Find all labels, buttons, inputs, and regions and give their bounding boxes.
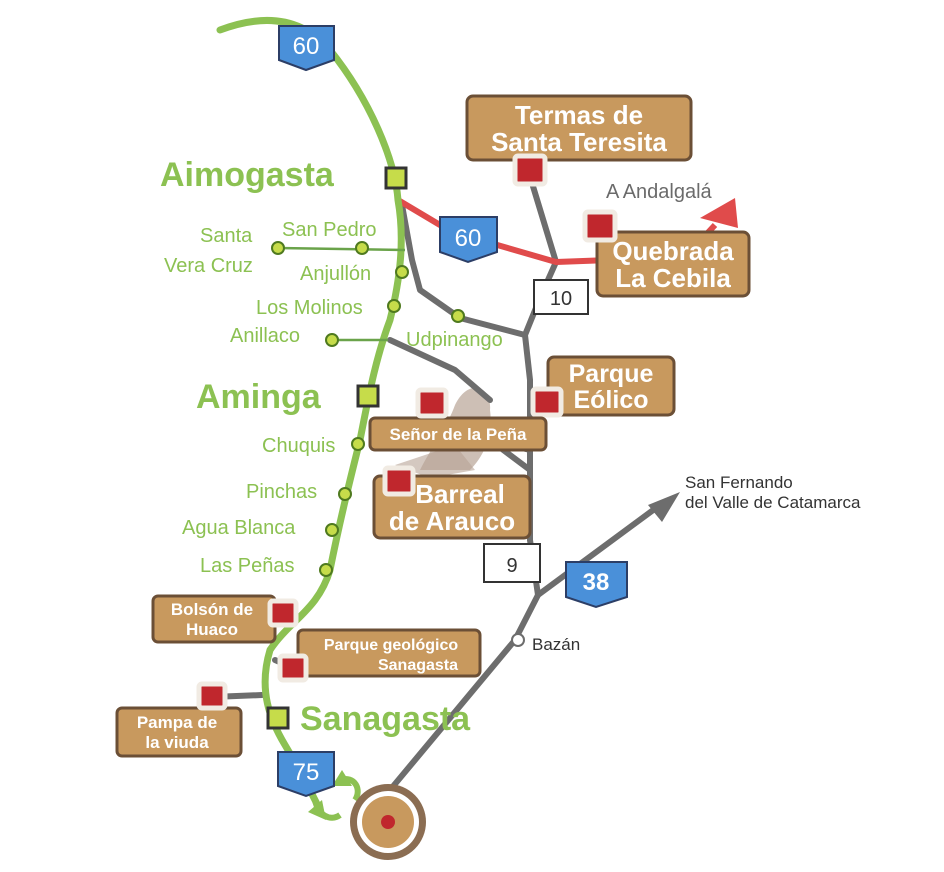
poi-parque-geo-line1: Parque geológico [324,637,458,654]
roundabout-arrowhead-icon [308,800,326,820]
road-route-60-75 [216,17,405,814]
poi-senor-pena-label: Señor de la Peña [390,425,528,444]
label-bazan: Bazán [532,635,580,654]
shield-38-label: 38 [583,569,610,596]
label-pinchas: Pinchas [246,481,317,503]
road-green-branch-santa [277,246,406,252]
shield-60-north-label: 60 [293,33,320,60]
poi-termas: Termas de Santa Teresita [465,94,693,187]
label-san-pedro: San Pedro [282,219,377,241]
locality-dots [271,241,465,577]
poi-termas-line1: Termas de [515,100,643,130]
town-aimogasta: Aimogasta [160,156,335,194]
poi-pampa-marker-icon [196,681,228,711]
poi-pampa: Pampa de la viuda [115,681,243,758]
roundabout-arrowhead-icon [332,770,352,786]
dot-bazan [511,633,525,647]
shield-38: 38 [565,561,628,609]
label-udpinango: Udpinango [406,329,503,351]
label-san-fernando-line2: del Valle de Catamarca [685,493,861,512]
poi-quebrada-line2: La Cebila [615,263,731,293]
start-target-icon [350,784,426,860]
road-udpinango [399,202,528,338]
poi-bolson: Bolsón de Huaco [151,594,299,644]
shield-60-north: 60 [278,25,335,72]
label-agua-blanca: Agua Blanca [182,517,296,539]
town-sanagasta: Sanagasta [300,700,471,738]
marker-sanagasta-icon [266,706,290,730]
road-route-10 [522,180,559,543]
poi-termas-line2: Santa Teresita [491,127,667,157]
dot-san-pedro [355,241,369,255]
label-chuquis: Chuquis [262,435,335,457]
dot-anillaco [325,333,339,347]
poi-parque-geo: Parque geológico Sanagasta [277,628,482,683]
dot-los-molinos [387,299,401,313]
shield-60-east-label: 60 [455,225,482,252]
label-anjullon: Anjullón [300,263,371,285]
poi-quebrada: Quebrada La Cebila [582,209,751,298]
shield-75: 75 [277,751,335,798]
poi-eolico-line1: Parque [569,360,654,388]
arrow-san-fernando-icon [648,492,680,522]
marker-aimogasta-icon [384,166,408,190]
poi-pampa-line1: Pampa de [137,713,217,732]
arrow-andalgala-icon [700,198,738,228]
road-to-junction [387,592,541,793]
poi-eolico-marker-icon [530,386,564,418]
poi-termas-marker-icon [512,153,548,187]
poi-quebrada-line1: Quebrada [612,236,734,266]
label-santa: Santa [200,225,253,247]
box-route-9: 9 [483,543,541,583]
dot-pinchas [338,487,352,501]
dot-anjullon [395,265,409,279]
poi-barreal-line1: Barreal [415,479,505,509]
poi-eolico-line2: Eólico [573,386,648,414]
poi-barreal-line2: de Arauco [389,506,515,536]
dot-udpinango [451,309,465,323]
dot-agua-blanca [325,523,339,537]
town-aminga: Aminga [196,378,322,416]
poi-parque-geo-line2: Sanagasta [378,657,458,674]
dot-las-penas [319,563,333,577]
poi-barreal: Barreal de Arauco [372,465,532,540]
shield-75-label: 75 [293,759,320,786]
poi-bolson-marker-icon [267,598,299,628]
label-las-penas: Las Peñas [200,555,295,577]
box-route-10-label: 10 [550,288,572,310]
shield-60-east: 60 [439,216,498,264]
box-route-10: 10 [533,279,589,315]
poi-parque-eolico: Parque Eólico [530,355,676,418]
town-markers [266,166,408,730]
road-senor-pena [387,337,493,403]
dot-santa [271,241,285,255]
poi-senor-pena: Señor de la Peña [368,387,548,452]
poi-barreal-marker-icon [382,465,416,497]
marker-aminga-icon [356,384,380,408]
poi-quebrada-marker-icon [582,209,618,243]
label-vera-cruz: Vera Cruz [164,255,253,277]
poi-bolson-line2: Huaco [186,620,238,639]
label-san-fernando-line1: San Fernando [685,473,793,492]
poi-senor-pena-marker-icon [415,387,449,419]
poi-pampa-line2: la viuda [145,733,209,752]
road-route-38 [535,502,663,598]
label-anillaco: Anillaco [230,325,300,347]
label-andalgala: A Andalgalá [606,181,713,203]
label-los-molinos: Los Molinos [256,297,363,319]
poi-bolson-line1: Bolsón de [171,600,253,619]
poi-parque-geo-marker-icon [277,653,309,683]
box-route-9-label: 9 [506,555,517,577]
dot-chuquis [351,437,365,451]
